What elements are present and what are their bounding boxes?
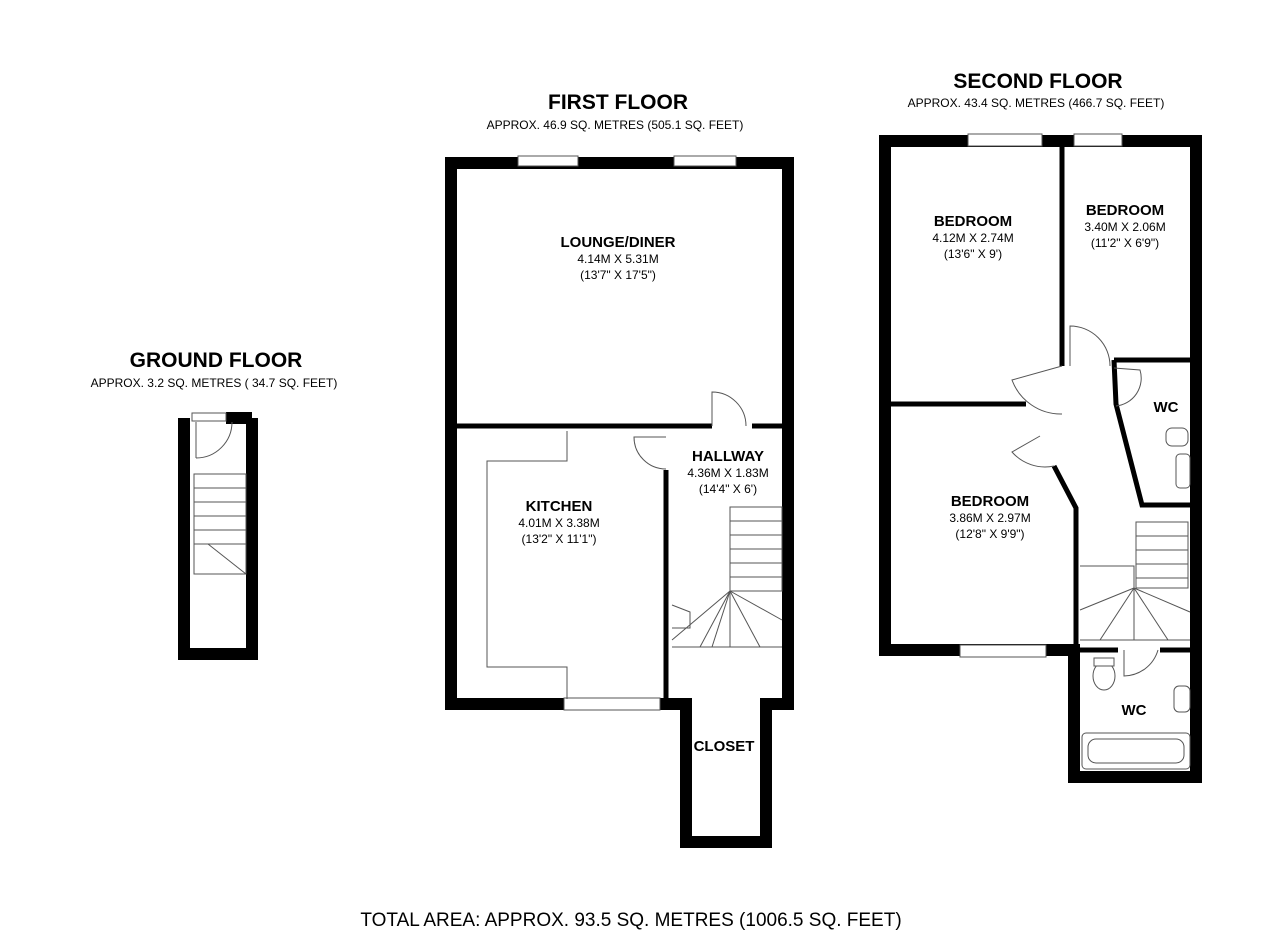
upper-wc-toilet-icon	[1175, 453, 1191, 489]
lounge-diner-label: LOUNGE/DINER	[560, 234, 675, 251]
kitchen-imperial: (13'2" X 11'1")	[522, 532, 597, 546]
ground-floor-walls	[178, 418, 258, 660]
bedroom3-door-swing-icon	[1011, 435, 1055, 468]
ground-floor: GROUND FLOOR APPROX. 3.2 SQ. METRES ( 34…	[91, 349, 338, 660]
first-floor: FIRST FLOOR APPROX. 46.9 SQ. METRES (505…	[445, 91, 794, 848]
second-stairs-icon	[1079, 521, 1191, 641]
ground-floor-area: APPROX. 3.2 SQ. METRES ( 34.7 SQ. FEET)	[91, 376, 338, 390]
bedroom3-angled-wall	[1051, 464, 1079, 650]
bedroom2-window	[1073, 133, 1123, 147]
kitchen-window	[563, 697, 661, 711]
lounge-window-right	[673, 155, 737, 167]
ground-door-frame	[191, 412, 227, 422]
wc-door-swing-icon	[1113, 367, 1142, 407]
ground-stairs-icon	[193, 473, 247, 575]
lounge-door-swing-icon	[711, 391, 747, 427]
kitchen-worktop	[486, 431, 568, 699]
bedroom1-imperial: (13'6" X 9')	[944, 247, 1002, 261]
hallway-metric: 4.36M X 1.83M	[687, 466, 768, 480]
bathroom-door-swing-icon	[1123, 649, 1159, 677]
bedroom1-label: BEDROOM	[934, 213, 1012, 230]
bedroom2-door-swing-icon	[1069, 325, 1111, 367]
kitchen-metric: 4.01M X 3.38M	[518, 516, 599, 530]
bedroom1-door-swing-icon	[1011, 365, 1063, 415]
bedroom2-imperial: (11'2" X 6'9")	[1091, 236, 1159, 250]
first-floor-walls	[445, 157, 794, 848]
bedroom3-metric: 3.86M X 2.97M	[949, 511, 1030, 525]
second-floor-walls	[879, 135, 1202, 783]
bath-inner-icon	[1087, 738, 1185, 764]
kitchen-door-swing-icon	[633, 436, 667, 470]
bedroom1-metric: 4.12M X 2.74M	[932, 231, 1013, 245]
hallway-imperial: (14'4" X 6')	[699, 482, 757, 496]
lower-wc-cistern-icon	[1093, 657, 1115, 667]
lower-wc-label: WC	[1122, 702, 1147, 719]
bedroom2-label: BEDROOM	[1086, 202, 1164, 219]
upper-wc-basin-icon	[1165, 427, 1189, 447]
wc-angled-wall	[1111, 359, 1196, 508]
bedroom1-window	[967, 133, 1043, 147]
lower-wc-basin-icon	[1173, 685, 1191, 713]
second-floor-area: APPROX. 43.4 SQ. METRES (466.7 SQ. FEET)	[908, 96, 1165, 110]
lounge-diner-metric: 4.14M X 5.31M	[577, 252, 658, 266]
ground-door-swing-icon	[195, 421, 233, 459]
first-floor-title: FIRST FLOOR	[548, 91, 688, 114]
upper-wc-label: WC	[1154, 399, 1179, 416]
bedroom3-label: BEDROOM	[951, 493, 1029, 510]
first-floor-area: APPROX. 46.9 SQ. METRES (505.1 SQ. FEET)	[487, 118, 744, 132]
total-area: TOTAL AREA: APPROX. 93.5 SQ. METRES (100…	[360, 910, 901, 931]
first-stairs-icon	[671, 506, 783, 648]
kitchen-label: KITCHEN	[526, 498, 593, 515]
second-floor-title: SECOND FLOOR	[953, 70, 1122, 93]
hallway-label: HALLWAY	[692, 448, 764, 465]
bedroom2-metric: 3.40M X 2.06M	[1084, 220, 1165, 234]
lounge-window-left	[517, 155, 579, 167]
bedroom3-window	[959, 644, 1047, 658]
closet-label: CLOSET	[694, 738, 755, 755]
second-floor: SECOND FLOOR APPROX. 43.4 SQ. METRES (46…	[879, 70, 1202, 783]
ground-floor-title: GROUND FLOOR	[130, 349, 303, 372]
bedroom3-imperial: (12'8" X 9'9")	[955, 527, 1024, 541]
lounge-diner-imperial: (13'7" X 17'5")	[580, 268, 656, 282]
